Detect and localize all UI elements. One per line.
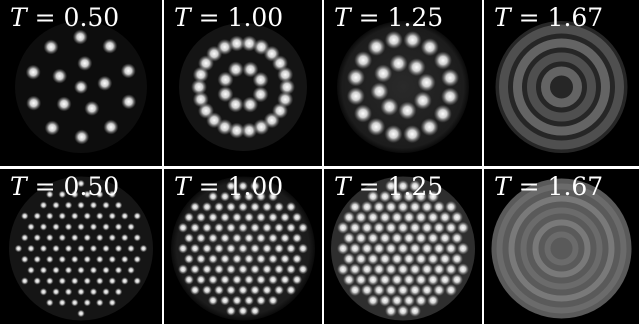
temperature-equals: = xyxy=(34,172,56,201)
panel-bottom-t167: T = 1.67 xyxy=(484,169,639,324)
particle-image xyxy=(164,0,322,166)
temperature-symbol: T xyxy=(10,3,27,32)
temperature-equals: = xyxy=(518,172,540,201)
temperature-value: 1.00 xyxy=(227,172,284,201)
temperature-label: T = 1.67 xyxy=(494,172,603,202)
temperature-equals: = xyxy=(198,172,220,201)
panel-top-t125: T = 1.25 xyxy=(324,0,482,166)
panel-bottom-t050: T = 0.50 xyxy=(0,169,162,324)
temperature-symbol: T xyxy=(494,172,511,201)
particle-image xyxy=(324,169,482,324)
temperature-label: T = 1.00 xyxy=(174,172,283,202)
temperature-symbol: T xyxy=(334,172,351,201)
temperature-label: T = 1.67 xyxy=(494,3,603,33)
particle-image xyxy=(164,169,322,324)
temperature-symbol: T xyxy=(334,3,351,32)
panel-bottom-t100: T = 1.00 xyxy=(164,169,322,324)
temperature-value: 0.50 xyxy=(63,172,120,201)
panel-top-t167: T = 1.67 xyxy=(484,0,639,166)
panel-top-t100: T = 1.00 xyxy=(164,0,322,166)
temperature-label: T = 1.25 xyxy=(334,172,443,202)
temperature-symbol: T xyxy=(174,3,191,32)
temperature-equals: = xyxy=(358,172,380,201)
particle-image xyxy=(324,0,482,166)
temperature-symbol: T xyxy=(10,172,27,201)
panel-bottom-t125: T = 1.25 xyxy=(324,169,482,324)
particle-image xyxy=(0,169,162,324)
temperature-label: T = 1.00 xyxy=(174,3,283,33)
temperature-label: T = 1.25 xyxy=(334,3,443,33)
temperature-equals: = xyxy=(198,3,220,32)
temperature-label: T = 0.50 xyxy=(10,3,119,33)
temperature-value: 1.25 xyxy=(387,3,444,32)
temperature-symbol: T xyxy=(494,3,511,32)
particle-image xyxy=(484,169,639,324)
particle-image xyxy=(0,0,162,166)
temperature-value: 0.50 xyxy=(63,3,120,32)
temperature-symbol: T xyxy=(174,172,191,201)
temperature-value: 1.67 xyxy=(547,3,604,32)
temperature-equals: = xyxy=(358,3,380,32)
temperature-label: T = 0.50 xyxy=(10,172,119,202)
panel-top-t050: T = 0.50 xyxy=(0,0,162,166)
temperature-equals: = xyxy=(34,3,56,32)
temperature-equals: = xyxy=(518,3,540,32)
temperature-value: 1.25 xyxy=(387,172,444,201)
temperature-value: 1.67 xyxy=(547,172,604,201)
particle-image xyxy=(484,0,639,166)
temperature-value: 1.00 xyxy=(227,3,284,32)
